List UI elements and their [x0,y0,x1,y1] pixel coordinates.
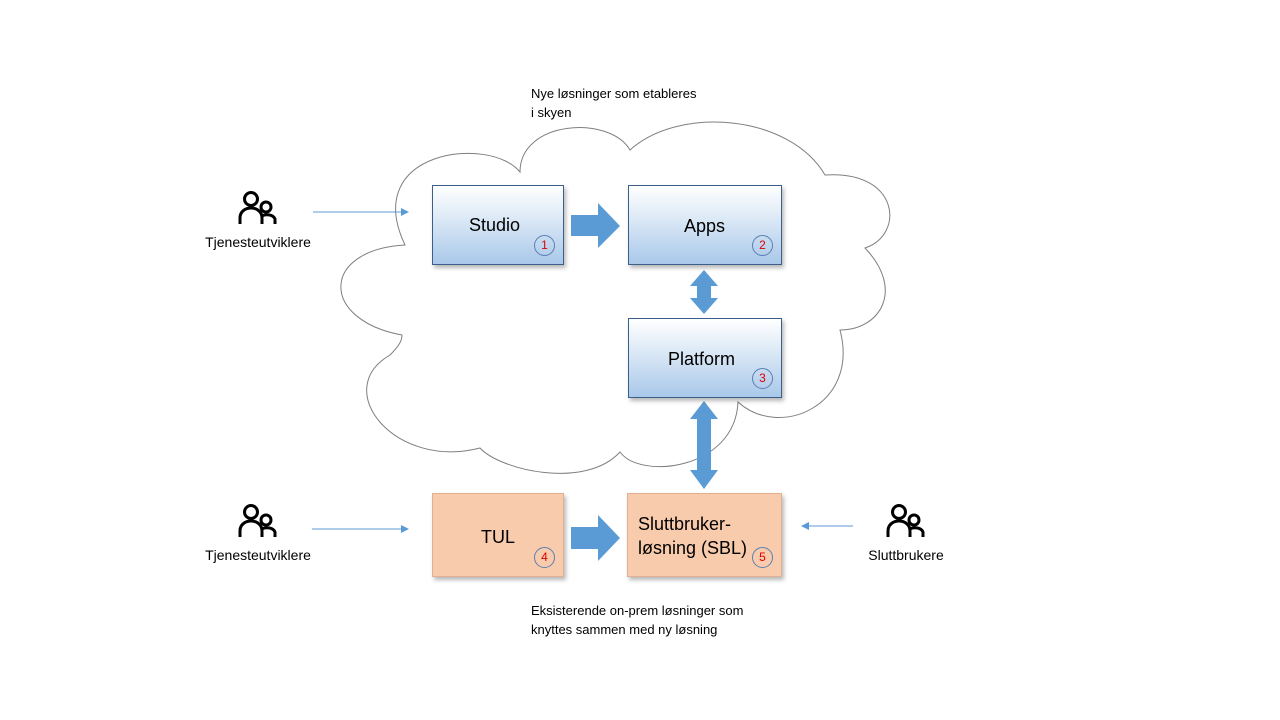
actor-end-users: Sluttbrukere [826,503,986,563]
apps-label: Apps [684,216,726,236]
apps-box[interactable]: Apps 2 [628,185,782,265]
sbl-number-badge: 5 [752,547,773,568]
actor-developers-top: Tjenesteutviklere [178,190,338,250]
cloud-shape [340,121,891,474]
sbl-box[interactable]: Sluttbruker- løsning (SBL) 5 [627,493,782,577]
tul-number-badge: 4 [534,547,555,568]
onprem-caption: Eksisterende on-prem løsninger som knytt… [531,603,744,637]
tul-box[interactable]: TUL 4 [432,493,564,577]
studio-number-badge: 1 [534,235,555,256]
people-icon [238,191,277,224]
platform-number-badge: 3 [752,368,773,389]
double-arrow-apps-platform [690,270,718,314]
arrow-tul-to-sbl [571,515,620,561]
studio-label: Studio [469,215,521,235]
studio-box[interactable]: Studio 1 [432,185,564,265]
sbl-label: Sluttbruker- løsning (SBL) [638,514,748,558]
double-arrow-platform-sbl [690,401,718,489]
apps-number-badge: 2 [752,235,773,256]
actor-label: Tjenesteutviklere [205,547,311,563]
actor-label: Sluttbrukere [868,547,944,563]
people-icon [238,504,277,537]
actor-developers-bottom: Tjenesteutviklere [178,503,338,563]
people-icon [886,504,925,537]
tul-label: TUL [481,527,516,547]
platform-label: Platform [668,349,736,369]
cloud-caption: Nye løsninger som etableres i skyen [531,86,697,120]
actor-label: Tjenesteutviklere [205,234,311,250]
platform-box[interactable]: Platform 3 [628,318,782,398]
arrow-studio-to-apps [571,203,620,248]
